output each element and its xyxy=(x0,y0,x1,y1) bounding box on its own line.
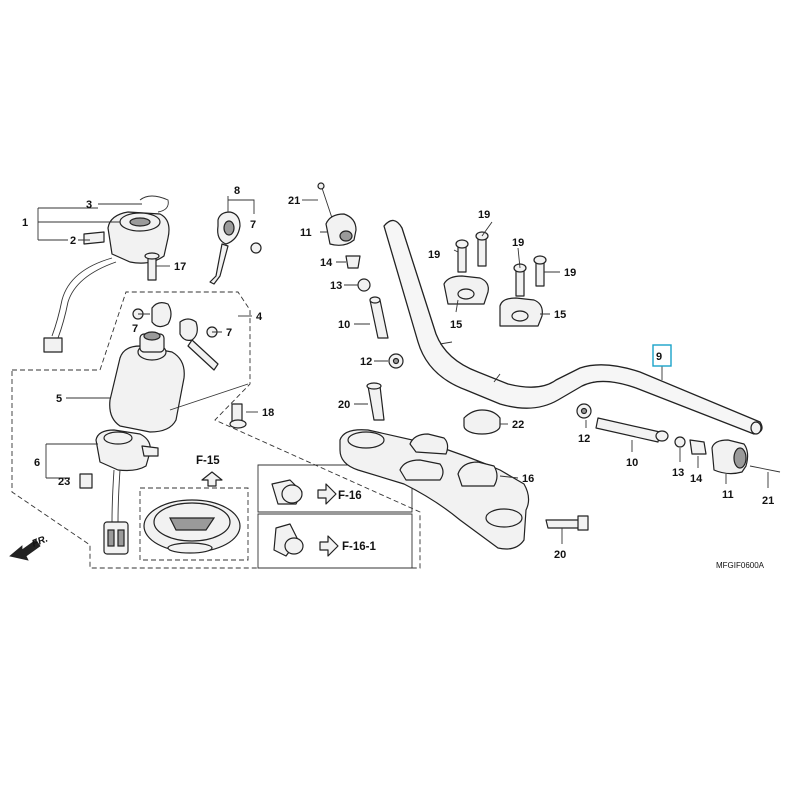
left-bar-end-parts xyxy=(317,182,404,421)
reference-parts xyxy=(271,479,304,557)
stem-nut xyxy=(463,409,501,435)
callout-19-b[interactable]: 19 xyxy=(478,209,490,221)
callout-4[interactable]: 4 xyxy=(256,311,263,323)
reference-f16-1[interactable]: F-16-1 xyxy=(342,541,376,553)
right-bar-end-parts xyxy=(576,403,781,475)
callout-13-right[interactable]: 13 xyxy=(672,467,684,479)
callout-10-right[interactable]: 10 xyxy=(626,457,638,469)
leader-lines xyxy=(37,196,769,544)
diagram-code: MFGIF0600A xyxy=(716,561,765,570)
callout-7-right[interactable]: 7 xyxy=(226,327,232,339)
callout-15-right[interactable]: 15 xyxy=(554,309,566,321)
callout-12-right[interactable]: 12 xyxy=(578,433,590,445)
callout-21-right[interactable]: 21 xyxy=(762,495,774,507)
seat-lock-assembly xyxy=(79,429,159,555)
callout-highlight-box xyxy=(652,344,672,367)
callout-13-left[interactable]: 13 xyxy=(330,280,342,292)
ignition-switch-assembly xyxy=(43,195,170,353)
callout-8[interactable]: 8 xyxy=(234,185,240,197)
callout-14-right[interactable]: 14 xyxy=(690,473,703,485)
reference-f16[interactable]: F-16 xyxy=(338,490,362,502)
callout-23[interactable]: 23 xyxy=(58,476,70,488)
callout-15-left[interactable]: 15 xyxy=(450,319,462,331)
handlebar xyxy=(383,219,763,435)
callout-20-bottom[interactable]: 20 xyxy=(554,549,566,561)
callout-2[interactable]: 2 xyxy=(70,235,76,247)
fuel-cap xyxy=(143,499,241,554)
key-assembly xyxy=(209,211,262,285)
callout-16[interactable]: 16 xyxy=(522,473,534,485)
reference-labels: F-15 F-16 F-16-1 xyxy=(196,455,376,557)
callout-19-a[interactable]: 19 xyxy=(428,249,440,261)
callout-3[interactable]: 3 xyxy=(86,199,92,211)
callout-18[interactable]: 18 xyxy=(262,407,274,419)
handlebar-holders xyxy=(443,231,547,327)
front-label: FR. xyxy=(31,534,50,550)
ignition-lock-body xyxy=(109,302,247,433)
callout-6[interactable]: 6 xyxy=(34,457,40,469)
callout-10-left[interactable]: 10 xyxy=(338,319,350,331)
reference-arrow-icon xyxy=(319,535,339,557)
callout-19-c[interactable]: 19 xyxy=(512,237,524,249)
reference-f15[interactable]: F-15 xyxy=(196,455,220,467)
callout-12-left[interactable]: 12 xyxy=(360,356,372,368)
callout-14-left[interactable]: 14 xyxy=(320,257,333,269)
callout-9[interactable]: 9 xyxy=(656,351,662,363)
callout-17[interactable]: 17 xyxy=(174,261,186,273)
callout-7-key[interactable]: 7 xyxy=(250,219,256,231)
callout-7-left[interactable]: 7 xyxy=(132,323,138,335)
front-indicator: FR. xyxy=(9,534,50,561)
top-bridge xyxy=(339,429,589,550)
front-arrow-icon xyxy=(9,539,41,561)
callout-19-d[interactable]: 19 xyxy=(564,267,576,279)
callout-11-left[interactable]: 11 xyxy=(300,227,312,239)
callout-20-top[interactable]: 20 xyxy=(338,399,350,411)
reference-arrow-icon xyxy=(317,483,337,505)
reference-arrow-icon xyxy=(201,471,223,487)
callout-11-right[interactable]: 11 xyxy=(722,489,734,501)
callout-22[interactable]: 22 xyxy=(512,419,524,431)
callout-1[interactable]: 1 xyxy=(22,217,28,229)
callout-21-left[interactable]: 21 xyxy=(288,195,300,207)
callout-5[interactable]: 5 xyxy=(56,393,62,405)
callout-labels: 1 2 3 17 8 7 4 7 7 5 18 6 23 21 11 14 13… xyxy=(22,185,774,561)
